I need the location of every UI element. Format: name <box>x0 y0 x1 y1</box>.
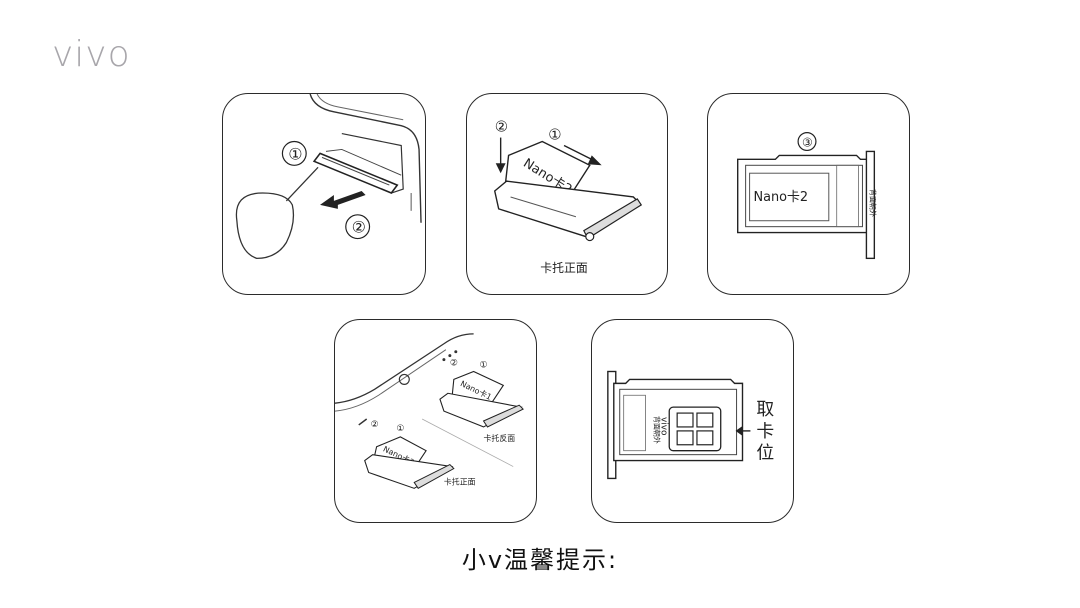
tray-side-text: 背面朝外 <box>652 416 661 444</box>
bottom-tray-label: 卡托正面 <box>444 476 476 486</box>
nano-card: Nano卡2 <box>749 172 830 222</box>
tray-logo: vivo <box>658 417 668 435</box>
top-push-number: ② <box>450 359 458 369</box>
sim-chip <box>668 406 722 452</box>
sim-tray-back: ② ① Nano卡1 卡托反面 <box>439 359 524 443</box>
tip-caption: 小v温馨提示: <box>461 546 619 574</box>
take-card-illustration: 背面朝外 vivo 取 卡 位 <box>607 370 774 480</box>
bottom-push-number: ② <box>371 420 379 430</box>
take-card-label-2: 卡 <box>756 421 774 442</box>
tray-front-label: 卡托正面 <box>540 261 588 275</box>
step-card-seated-panel: ③ 背面朝外 Nano卡2 <box>707 93 910 295</box>
step-eject-tray-panel: ① ① ② <box>222 93 426 295</box>
step-insert-card-panel: ② ① Nano卡2 卡托正面 <box>466 93 668 295</box>
step-number-1: ① <box>288 144 302 163</box>
sim-tray <box>312 148 402 194</box>
pull-out-arrow <box>320 191 366 209</box>
sim-tray-top-view: 背面朝外 vivo <box>607 370 744 480</box>
step-number-2: ② <box>352 218 366 237</box>
tray-side-text: 背面朝外 <box>868 189 877 217</box>
push-step-number: ② <box>495 118 508 136</box>
eject-tray-illustration: ① ① ② <box>235 94 422 260</box>
bottom-slide-number: ① <box>396 424 404 434</box>
nano-card-label: Nano卡2 <box>754 190 809 205</box>
eject-pin <box>235 166 319 260</box>
insert-card-illustration: ② ① Nano卡2 卡托正面 <box>493 118 643 275</box>
sim-tray-front <box>493 180 643 242</box>
vivo-logo: vivo <box>52 34 131 75</box>
take-card-arrow <box>735 425 743 436</box>
step-take-card-panel: 背面朝外 vivo 取 卡 位 <box>591 319 794 523</box>
dual-insert-illustration: ② ① Nano卡1 卡托反面 ② ① Nano卡2 卡托正面 <box>335 333 524 489</box>
top-slide-number: ① <box>480 361 488 371</box>
take-card-label-3: 位 <box>756 443 774 464</box>
top-tray-label: 卡托反面 <box>484 433 516 443</box>
step-dual-insert-panel: ② ① Nano卡1 卡托反面 ② ① Nano卡2 卡托正面 <box>334 319 537 523</box>
sim-tray-front: ② ① Nano卡2 卡托正面 <box>364 420 476 489</box>
card-seated-illustration: ③ 背面朝外 Nano卡2 <box>737 132 877 260</box>
slide-step-number: ① <box>548 126 561 144</box>
step-number-3: ③ <box>802 135 813 149</box>
take-card-label-1: 取 <box>756 399 774 420</box>
